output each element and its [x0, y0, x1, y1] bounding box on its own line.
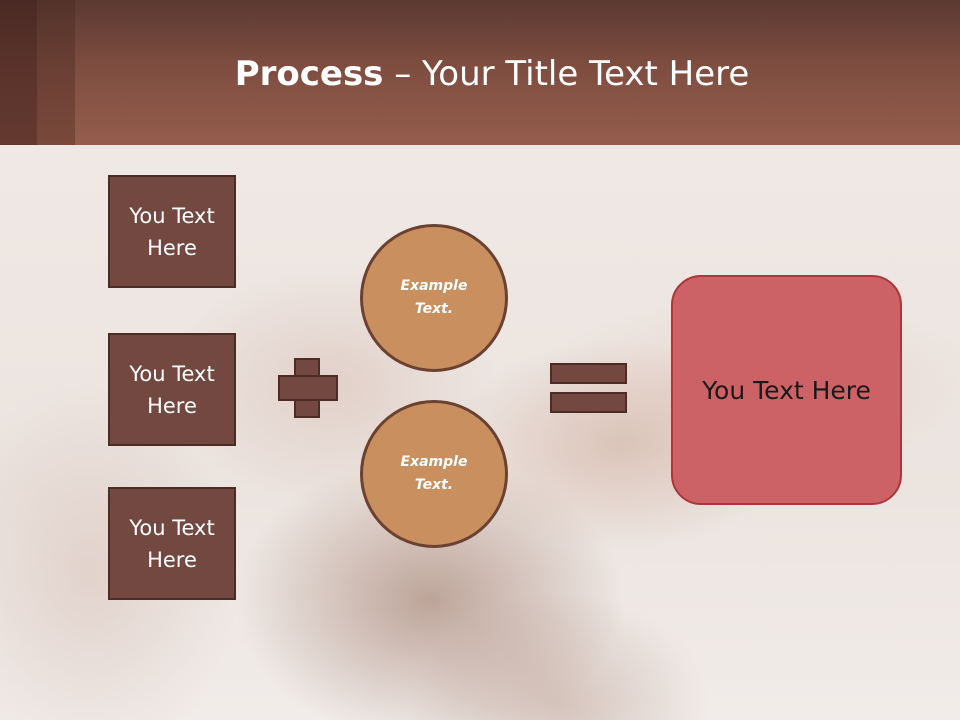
equals-icon-bottom-bar — [550, 392, 627, 413]
input-box-line: Here — [147, 235, 197, 260]
plus-icon-center — [296, 377, 318, 399]
example-circle-2: Example Text. — [360, 400, 508, 548]
circle-text-line: Text. — [414, 477, 454, 493]
input-box-2: You Text Here — [108, 333, 236, 446]
input-box-line: Here — [147, 547, 197, 572]
circle-text-line: Example — [400, 454, 468, 470]
example-circle-1: Example Text. — [360, 224, 508, 372]
page-title: Process – Your Title Text Here — [0, 52, 960, 96]
circle-text-line: Example — [400, 278, 468, 294]
equals-icon-top-bar — [550, 363, 627, 384]
input-box-line: You Text — [129, 515, 215, 540]
input-box-3: You Text Here — [108, 487, 236, 600]
result-box: You Text Here — [671, 275, 902, 505]
title-rest: – Your Title Text Here — [383, 54, 750, 94]
header-accent-strip — [0, 0, 37, 145]
header-bar: Process – Your Title Text Here — [0, 0, 960, 145]
result-text: You Text Here — [702, 375, 871, 405]
input-box-line: You Text — [129, 361, 215, 386]
input-box-line: You Text — [129, 203, 215, 228]
input-box-line: Here — [147, 393, 197, 418]
input-box-1: You Text Here — [108, 175, 236, 288]
title-bold: Process — [234, 54, 384, 94]
header-accent-strip — [37, 0, 75, 145]
circle-text-line: Text. — [414, 301, 454, 317]
